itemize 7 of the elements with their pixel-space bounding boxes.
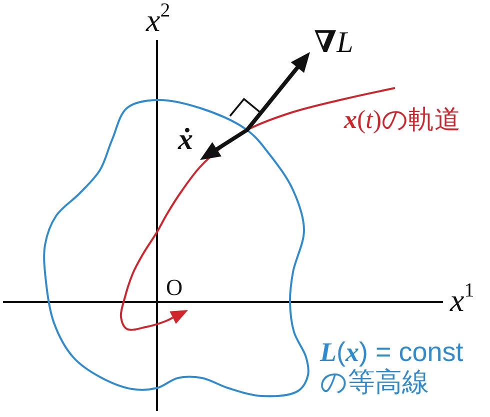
curve-label: x(t)の軌道 [344, 107, 461, 133]
axis-label: x$^{1}$ [450, 284, 474, 316]
axis-label: x$^{2}$ [146, 4, 170, 36]
origin-label: O [166, 276, 183, 299]
vector-label: ∇L [314, 28, 354, 58]
vector-label: ẋ [178, 125, 193, 155]
curve-label: L(x) = const の等高線 [320, 337, 464, 398]
